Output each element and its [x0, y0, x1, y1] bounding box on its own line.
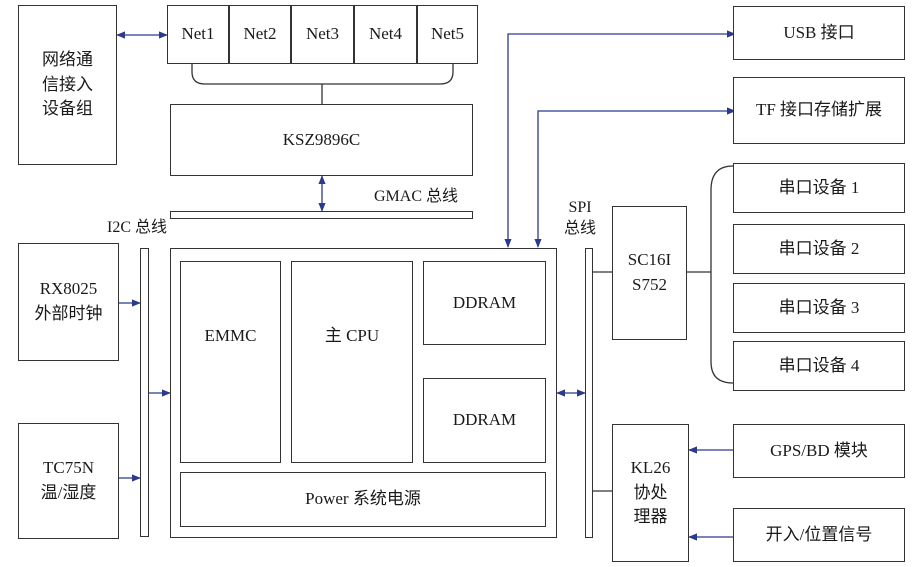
serial-device-3: 串口设备 3 [733, 283, 905, 333]
temp-humidity-label: TC75N 温/湿度 [40, 458, 97, 502]
net-ports-joiner [191, 64, 454, 85]
ddram-block-2: DDRAM [423, 378, 546, 463]
usb-line [504, 30, 736, 248]
serial-device-3-label: 串口设备 3 [778, 297, 860, 317]
serial-device-4: 串口设备 4 [733, 341, 905, 391]
coprocessor-block: KL26 协处 理器 [612, 424, 689, 562]
serial-device-4-label: 串口设备 4 [778, 355, 860, 375]
spi-bus [585, 248, 593, 538]
uart-chip-label: SC16I S752 [627, 250, 672, 294]
ddram-1-label: DDRAM [452, 292, 517, 312]
rtc-label: RX8025 外部时钟 [34, 279, 103, 323]
gps-label: GPS/BD 模块 [770, 440, 868, 460]
net4-label: Net4 [368, 24, 403, 44]
net3-label: Net3 [305, 24, 340, 44]
tf-block: TF 接口存储扩展 [733, 77, 905, 144]
serial-device-2-label: 串口设备 2 [778, 238, 860, 258]
spi-bus-label: SPI 总线 [564, 199, 597, 237]
io-signal-block: 开入/位置信号 [733, 508, 905, 562]
serial-device-1: 串口设备 1 [733, 163, 905, 213]
ddram-2-label: DDRAM [452, 410, 517, 430]
tf-line [534, 107, 736, 248]
emmc-label: EMMC [204, 325, 257, 345]
i2c-bus [140, 248, 149, 537]
tf-label: TF 接口存储扩展 [755, 100, 883, 120]
net2-block: Net2 [229, 5, 291, 64]
serial-device-2: 串口设备 2 [733, 224, 905, 274]
ddram-block-1: DDRAM [423, 261, 546, 345]
net1-block: Net1 [167, 5, 229, 64]
usb-block: USB 接口 [733, 6, 905, 60]
net5-block: Net5 [417, 5, 478, 64]
net5-label: Net5 [430, 24, 465, 44]
serial-device-1-label: 串口设备 1 [778, 177, 860, 197]
net1-label: Net1 [181, 24, 215, 44]
net2-label: Net2 [243, 24, 277, 44]
network-group-block: 网络通 信接入 设备组 [18, 5, 117, 165]
cpu-block: 主 CPU [291, 261, 413, 463]
net3-block: Net3 [291, 5, 354, 64]
power-block: Power 系统电源 [180, 472, 546, 527]
io-signal-label: 开入/位置信号 [765, 524, 873, 544]
emmc-block: EMMC [180, 261, 281, 463]
temp-humidity-block: TC75N 温/湿度 [18, 423, 119, 539]
cpu-label: 主 CPU [324, 325, 380, 345]
coprocessor-label: KL26 协处 理器 [630, 458, 671, 527]
switch-chip-label: KSZ9896C [282, 129, 361, 149]
i2c-bus-label: I2C 总线 [107, 219, 168, 236]
gmac-bus [170, 211, 473, 219]
gps-block: GPS/BD 模块 [733, 424, 905, 478]
serial-fanout [687, 165, 734, 384]
uart-chip-block: SC16I S752 [612, 206, 687, 340]
switch-chip-block: KSZ9896C [170, 104, 473, 176]
gmac-bus-label: GMAC 总线 [374, 188, 459, 205]
usb-label: USB 接口 [783, 22, 855, 42]
net4-block: Net4 [354, 5, 417, 64]
power-label: Power 系统电源 [305, 489, 421, 509]
rtc-block: RX8025 外部时钟 [18, 243, 119, 361]
network-group-label: 网络通 信接入 设备组 [42, 50, 93, 119]
